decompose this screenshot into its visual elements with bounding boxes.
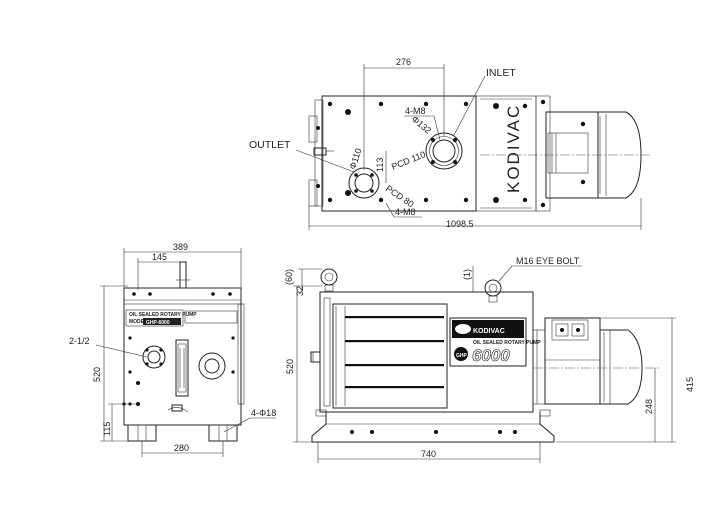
side-plate-model: MODEL	[129, 319, 147, 325]
label-m16-eye-bolt: M16 EYE BOLT	[516, 256, 580, 266]
side-plate-line1: OIL SEALED ROTARY PUMP	[129, 312, 197, 318]
dim-280: 280	[174, 443, 189, 453]
label-4m8-outlet: 4-M8	[395, 207, 416, 217]
front-model-number: 6000	[472, 346, 510, 365]
front-plate-line: OIL SEALED ROTARY PUMP	[473, 340, 541, 346]
label-4m8-inlet: 4-M8	[405, 106, 426, 116]
dim-145: 145	[152, 252, 167, 262]
dim-415: 415	[685, 377, 695, 392]
dim-389: 389	[173, 242, 188, 252]
label-4phi18: 4-Φ18	[251, 408, 276, 418]
dim-32: 32	[295, 286, 305, 296]
top-view-brand: KODIVAC	[504, 104, 523, 193]
top-view: KODIVAC 276 1098.5 INLET OUTLET 4-M8 4-M…	[249, 57, 650, 230]
dim-520-front: 520	[285, 359, 295, 374]
label-pcd80: PCD 80	[384, 183, 416, 209]
label-113: 113	[375, 158, 385, 172]
dim-520-side: 520	[92, 367, 102, 382]
dim-276: 276	[396, 57, 411, 67]
front-plate-ghp: GHP	[456, 353, 468, 359]
dim-60: (60)	[284, 269, 294, 285]
label-phi132: Φ132	[410, 114, 433, 136]
label-phi110: Φ110	[347, 147, 363, 171]
front-plate-brand: KODIVAC	[473, 328, 505, 335]
label-inlet: INLET	[486, 67, 516, 79]
label-2-1-2: 2-1/2	[69, 336, 90, 346]
dim-1: (1)	[462, 269, 472, 280]
dim-115: 115	[102, 422, 112, 436]
side-plate-line2: GHP-6000	[146, 320, 170, 326]
side-view: OIL SEALED ROTARY PUMP MODEL GHP-6000	[69, 242, 276, 457]
label-pcd110: PCD 110	[390, 149, 427, 172]
label-outlet: OUTLET	[249, 139, 291, 151]
dim-740: 740	[421, 449, 436, 459]
dim-248: 248	[644, 399, 654, 414]
front-view: KODIVAC OIL SEALED ROTARY PUMP GHP 6000	[284, 256, 695, 463]
dim-1098-5: 1098.5	[446, 219, 474, 229]
